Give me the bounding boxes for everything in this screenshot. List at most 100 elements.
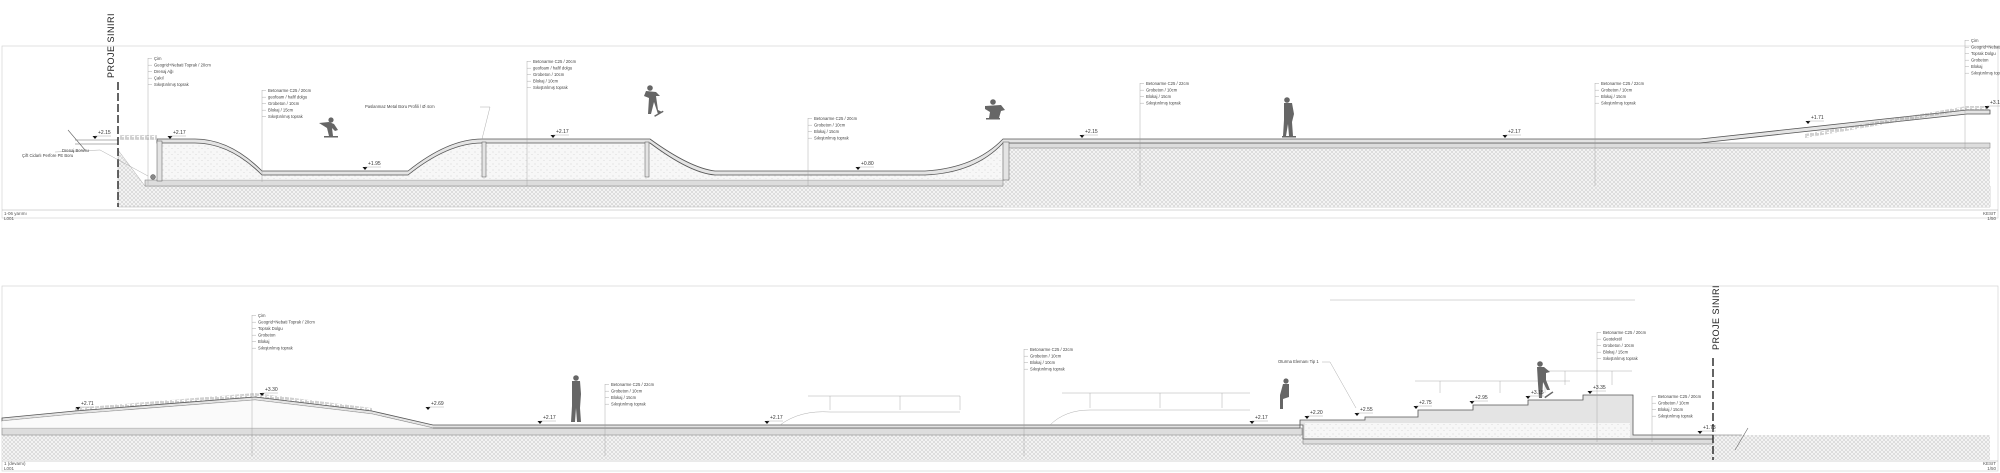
elevation-marker: +3.35: [1587, 385, 1606, 394]
elevation-triangle-icon: [1984, 106, 1990, 109]
project-boundary-label: PROJE SINIRI: [1711, 285, 1721, 350]
elevation-label: +2.17: [1255, 415, 1268, 421]
elevation-marker: +2.55: [1354, 407, 1373, 416]
skater-figure: [644, 85, 664, 117]
material-layer-label: Grobeton / 10cm: [1658, 401, 1690, 406]
elevation-marker: +1.71: [1805, 115, 1824, 124]
material-layer-label: Grobeton / 10cm: [1146, 88, 1178, 93]
elevation-label: +2.17: [556, 129, 569, 135]
material-layer-label: geofoam / hafif dolgu: [268, 95, 308, 100]
grass-slope: [1805, 106, 1990, 138]
material-layer-label: Betonarme C25 / 22cm: [1030, 347, 1074, 352]
elevation-triangle-icon: [1805, 121, 1811, 124]
material-layer-label: Blokaj / 15cm: [814, 129, 840, 134]
elevation-label: +2.71: [81, 401, 94, 407]
elevation-triangle-icon: [1413, 406, 1419, 409]
section-top: PROJE SINIRI Paslanmaz Metal Boru Profil…: [1, 13, 2000, 221]
elevation-marker: +2.20: [1304, 410, 1323, 419]
material-layer-label: Grobeton: [1971, 58, 1989, 63]
elevation-marker: +1.95: [362, 161, 381, 170]
base-slab-right: [1002, 142, 1991, 149]
elevation-triangle-icon: [537, 421, 543, 424]
drain-pipe-icon: [150, 174, 156, 180]
elevation-marker: +2.75: [1413, 400, 1432, 409]
skater-figure: [1537, 361, 1554, 399]
elevation-label: +2.17: [543, 415, 556, 421]
material-layer-label: Betonarme C25 / 22cm: [1601, 81, 1645, 86]
sitting-person-figure: [1280, 378, 1289, 409]
material-layer-label: Geogrid+Nebati Toprak: [1971, 45, 2000, 50]
elevation-marker: +1.73: [1697, 425, 1716, 434]
elevation-label: +2.17: [770, 415, 783, 421]
material-layer-label: Grobeton / 10cm: [1601, 88, 1633, 93]
elevation-marker: +2.95: [1469, 395, 1488, 404]
footer-right-title: KESIT: [1983, 211, 1996, 216]
grass-strip: [120, 135, 157, 140]
elevation-label: +0.80: [861, 161, 874, 167]
drain-note-line2: Çift Cidarlı Perfore PE Boru: [22, 153, 74, 158]
material-layer-label: Toprak Dolgu: [258, 326, 283, 331]
elevation-label: +1.73: [1703, 425, 1716, 431]
material-layer-label: Betonarme C25 / 20cm: [1603, 330, 1647, 335]
elevation-triangle-icon: [259, 393, 265, 396]
material-layer-label: Geogrid+Nebati Toprak / 20cm: [258, 320, 315, 325]
elevation-label: +3.15: [1531, 390, 1544, 396]
material-layer-label: Sıkıştırılmış toprak: [1601, 101, 1637, 106]
elevation-marker: +2.15: [92, 130, 111, 139]
skate-bowl-surface: [156, 109, 1991, 176]
elevation-label: +2.15: [1085, 129, 1098, 135]
elevation-triangle-icon: [1354, 413, 1360, 416]
elevation-triangle-icon: [1525, 396, 1531, 399]
material-layer-label: Betonarme C25 / 20cm: [1658, 394, 1702, 399]
material-layer-label: Blokaj / 15cm: [1603, 350, 1629, 355]
material-layer-label: Grobeton / 10cm: [1030, 354, 1062, 359]
frame-bottom: [1, 285, 1999, 472]
material-layer-label: Betonarme C25 / 22cm: [1146, 81, 1190, 86]
elevation-marker: +0.80: [855, 161, 874, 170]
material-layer-label: Betonarme C25 / 20cm: [533, 59, 577, 64]
material-layer-label: Grobeton / 10cm: [814, 123, 846, 128]
material-layer-label: Sıkıştırılmış toprak: [1971, 71, 2000, 76]
material-layer-label: Blokaj / 10cm: [1030, 360, 1056, 365]
elevation-label: +3.35: [1593, 385, 1606, 391]
material-layer-label: Grobeton / 10cm: [1603, 343, 1635, 348]
elevation-marker: +2.17: [537, 415, 556, 424]
material-layer-label: Blokaj / 15cm: [1658, 407, 1684, 412]
material-layer-label: Grobeton / 10cm: [268, 101, 300, 106]
standing-person-figure: [571, 375, 581, 422]
elevation-triangle-icon: [855, 167, 861, 170]
material-layer-label: Sıkıştırılmış toprak: [1030, 367, 1066, 372]
elevation-marker: +2.17: [764, 415, 783, 424]
material-layer-label: Blokaj: [258, 339, 269, 344]
material-layer-label: Sıkıştırılmış toprak: [258, 346, 294, 351]
material-layer-label: Geogrid+Nebati Toprak / 20cm: [154, 63, 211, 68]
material-layer-label: Sıkıştırılmış toprak: [1658, 414, 1694, 419]
material-layer-label: Betonarme C25 / 20cm: [268, 88, 312, 93]
footer-left-title: 1 (devamı): [4, 461, 26, 466]
section-bottom: PROJE SINIRI Oturma Elemanı Tip 1 ÇimGeo…: [1, 285, 1999, 472]
footer-left-title: 1-06 yarımı: [4, 211, 27, 216]
material-layer-label: geofoam / hafif dolgu: [533, 66, 573, 71]
elevation-triangle-icon: [550, 135, 556, 138]
elevation-triangle-icon: [92, 136, 98, 139]
material-layer-label: Sıkıştırılmış toprak: [1603, 356, 1639, 361]
elevation-marker: +2.69: [425, 401, 444, 410]
elevation-label: +2.15: [98, 130, 111, 136]
elevation-triangle-icon: [1304, 416, 1310, 419]
material-layer-label: Sıkıştırılmış toprak: [611, 402, 647, 407]
material-layer-label: Grobeton / 10cm: [611, 389, 643, 394]
elevation-triangle-icon: [167, 136, 173, 139]
material-layer-label: Çim: [258, 313, 266, 318]
material-layer-annotation: Betonarme C25 / 20cm geofoam / hafif dolg…: [526, 59, 577, 186]
elevation-marker: +2.17: [167, 130, 186, 139]
material-layer-label: Betonarme C25 / 22cm: [611, 382, 655, 387]
material-layer-label: Blokaj / 15cm: [1146, 94, 1172, 99]
material-layer-label: Çim: [1971, 38, 1979, 43]
elevation-label: +2.17: [173, 130, 186, 136]
